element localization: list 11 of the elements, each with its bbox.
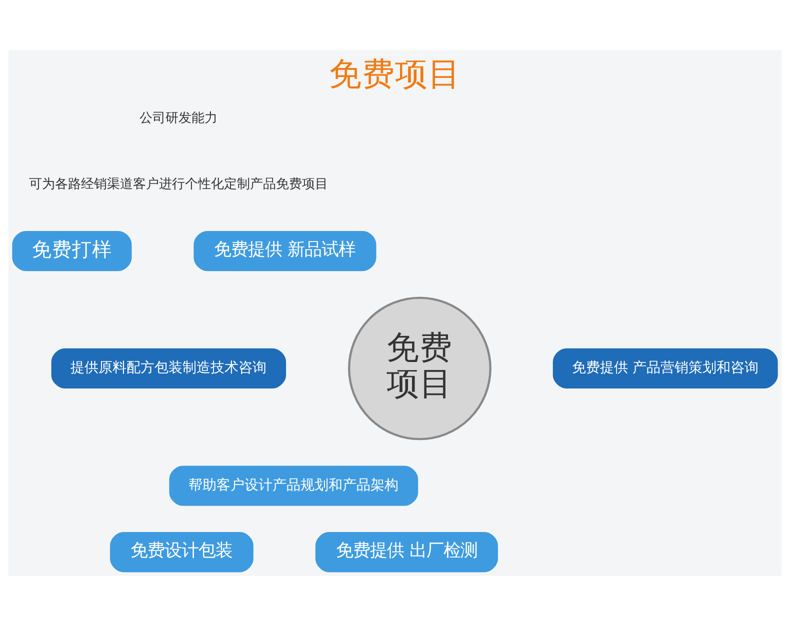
node-box: 免费设计包装 bbox=[110, 532, 254, 572]
diagram-title: 免费项目 bbox=[329, 54, 461, 93]
node-box: 帮助客户设计产品规划和产品架构 bbox=[169, 466, 418, 506]
label: 可为各路经销渠道客户进行个性化定制产品免费项目 bbox=[28, 177, 328, 192]
node-box: 免费打样 bbox=[12, 230, 132, 272]
node-box: 免费提供 出厂检测 bbox=[315, 532, 498, 572]
node-box: 免费提供 产品营销策划和咨询 bbox=[552, 348, 778, 389]
node-circle: 免费项目 bbox=[348, 296, 492, 440]
node-box: 免费提供 新品试样 bbox=[194, 230, 376, 272]
node-box: 提供原料配方包装制造技术咨询 bbox=[51, 348, 286, 389]
label: 公司研发能力 bbox=[139, 110, 218, 126]
